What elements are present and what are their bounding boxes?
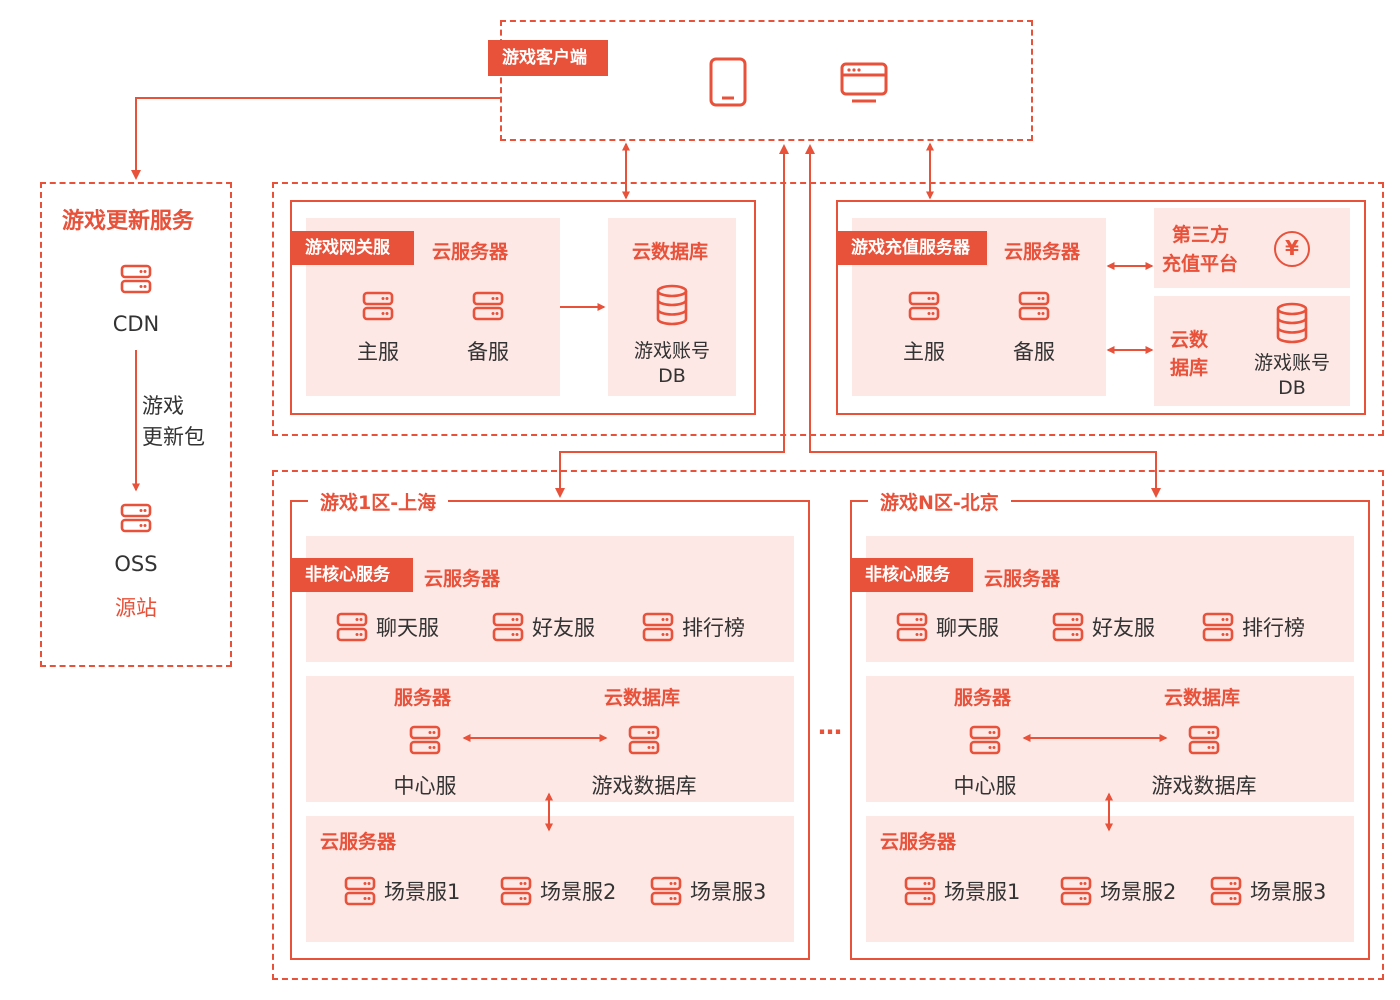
client-to-update-arrow	[131, 97, 500, 180]
scene-item: 场景服3	[1210, 876, 1326, 906]
yen-symbol: ¥	[1285, 236, 1299, 260]
zone-ellipsis: …	[818, 712, 842, 740]
scene-item: 场景服3	[650, 876, 766, 906]
server-icon	[1202, 612, 1234, 642]
server-icon	[969, 725, 1001, 755]
zone-box	[850, 500, 1370, 960]
scene-cloud-label: 云服务器	[320, 831, 397, 853]
noncore-tag: 非核心服务	[851, 558, 973, 592]
recharge-db-label-line2: DB	[1278, 377, 1306, 399]
noncore-item: 好友服	[492, 612, 595, 642]
noncore-panel	[306, 536, 794, 662]
center-server-label: 中心服	[953, 774, 1017, 798]
gateway-cloud-server-label: 云服务器	[432, 241, 509, 263]
server-label: 服务器	[954, 687, 1012, 709]
server-icon	[500, 876, 532, 906]
server-icon	[904, 876, 936, 906]
scene-item-label: 场景服1	[384, 880, 461, 904]
server-icon	[1060, 876, 1092, 906]
noncore-item-label: 聊天服	[376, 616, 439, 640]
noncore-item: 排行榜	[642, 612, 745, 642]
gateway-tag: 游戏网关服	[291, 231, 414, 265]
update-service-box	[40, 182, 232, 667]
scene-item-label: 场景服2	[1100, 880, 1177, 904]
server-icon	[492, 612, 524, 642]
server-icon	[1188, 725, 1220, 755]
noncore-item: 聊天服	[896, 612, 999, 642]
recharge-db-label-line1: 游戏账号	[1253, 352, 1330, 374]
cdn-label: CDN	[112, 312, 160, 336]
noncore-item-label: 聊天服	[936, 616, 999, 640]
origin-label: 源站	[115, 596, 157, 620]
db-label: 云数据库	[604, 687, 681, 709]
server-icon	[120, 264, 152, 294]
client-tag: 游戏客户端	[488, 40, 608, 76]
server-icon	[409, 725, 441, 755]
noncore-item-label: 好友服	[1092, 616, 1155, 640]
oss-label: OSS	[114, 552, 158, 576]
scene-item-label: 场景服3	[690, 880, 767, 904]
server-label: 服务器	[394, 687, 452, 709]
game-db-label: 游戏数据库	[591, 774, 697, 798]
gateway-backup-label: 备服	[467, 340, 509, 364]
noncore-item: 排行榜	[1202, 612, 1305, 642]
scene-item-label: 场景服1	[944, 880, 1021, 904]
noncore-item-label: 排行榜	[1242, 616, 1305, 640]
server-icon	[650, 876, 682, 906]
third-party-panel	[1154, 208, 1350, 288]
db-label: 云数据库	[1164, 687, 1241, 709]
server-icon	[472, 291, 504, 321]
center-server-label: 中心服	[393, 774, 457, 798]
client-zonen-arrow	[805, 144, 1161, 498]
third-party-label-line2: 充值平台	[1162, 253, 1239, 275]
scene-cloud-label: 云服务器	[880, 831, 957, 853]
scene-item: 场景服2	[500, 876, 616, 906]
database-icon	[1276, 302, 1308, 344]
noncore-item-label: 好友服	[532, 616, 595, 640]
client-box	[500, 20, 1033, 141]
server-icon	[896, 612, 928, 642]
scene-panel	[866, 816, 1354, 942]
server-icon	[628, 725, 660, 755]
noncore-item-label: 排行榜	[682, 616, 745, 640]
scene-panel	[306, 816, 794, 942]
scene-item: 场景服2	[1060, 876, 1176, 906]
noncore-panel	[866, 536, 1354, 662]
noncore-tag: 非核心服务	[291, 558, 413, 592]
noncore-item: 聊天服	[336, 612, 439, 642]
third-party-label-line1: 第三方	[1172, 224, 1230, 246]
server-icon	[642, 612, 674, 642]
recharge-db-panel	[1154, 296, 1350, 406]
noncore-cloud-label: 云服务器	[424, 568, 501, 590]
package-label-line1: 游戏	[142, 394, 184, 418]
zone-title: 游戏1区-上海	[308, 488, 449, 515]
desktop-icon	[840, 62, 888, 103]
scene-item: 场景服1	[904, 876, 1020, 906]
package-label-line2: 更新包	[142, 425, 205, 449]
update-service-title: 游戏更新服务	[62, 209, 195, 234]
noncore-item: 好友服	[1052, 612, 1155, 642]
server-icon	[1052, 612, 1084, 642]
recharge-cloud-db-line2: 据库	[1170, 357, 1209, 379]
scene-item-label: 场景服3	[1250, 880, 1327, 904]
server-icon	[362, 291, 394, 321]
gateway-main-label: 主服	[357, 340, 399, 364]
server-icon	[1210, 876, 1242, 906]
zone-box	[290, 500, 810, 960]
server-icon	[336, 612, 368, 642]
client-zone1-arrow	[555, 144, 789, 498]
server-icon	[344, 876, 376, 906]
yen-icon: ¥	[1274, 231, 1310, 267]
recharge-cloud-db-line1: 云数	[1170, 329, 1209, 351]
tablet-icon	[709, 57, 747, 107]
scene-item: 场景服1	[344, 876, 460, 906]
server-icon	[120, 503, 152, 533]
noncore-cloud-label: 云服务器	[984, 568, 1061, 590]
scene-item-label: 场景服2	[540, 880, 617, 904]
game-db-label: 游戏数据库	[1151, 774, 1257, 798]
